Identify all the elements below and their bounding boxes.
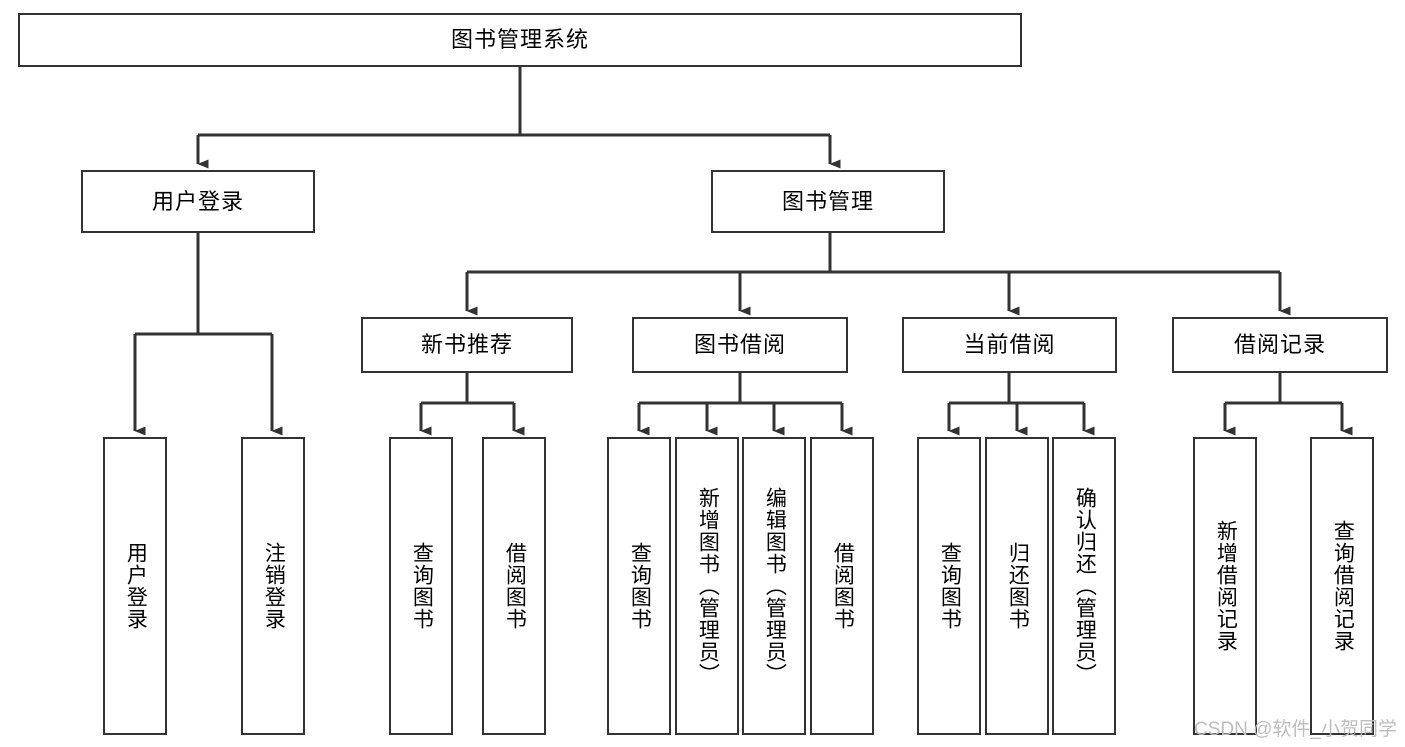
node-root-book-management-system[interactable]: 图书管理系统 (18, 13, 1022, 67)
node-label: 查询图书 (628, 542, 652, 630)
node-label: 图书管理系统 (450, 27, 589, 52)
leaf-edit-book-admin[interactable]: 编辑图书（管理员） (742, 437, 806, 735)
node-user-login[interactable]: 用户登录 (81, 170, 315, 233)
leaf-add-book-admin[interactable]: 新增图书（管理员） (675, 437, 739, 735)
leaf-query-book-newbook[interactable]: 查询图书 (389, 437, 453, 735)
node-book-borrowing[interactable]: 图书借阅 (632, 317, 848, 373)
node-label: 注销登录 (262, 542, 286, 630)
node-label: 借阅记录 (1233, 332, 1326, 357)
node-label: 当前借阅 (963, 332, 1056, 357)
node-label: 编辑图书（管理员） (763, 487, 787, 685)
node-new-book-recommendation[interactable]: 新书推荐 (361, 317, 573, 373)
leaf-confirm-return-admin[interactable]: 确认归还（管理员） (1052, 437, 1116, 735)
leaf-return-book[interactable]: 归还图书 (985, 437, 1049, 735)
node-book-management[interactable]: 图书管理 (711, 170, 945, 233)
node-label: 图书管理 (781, 188, 874, 214)
leaf-query-borrow-record[interactable]: 查询借阅记录 (1310, 437, 1374, 735)
node-label: 借阅图书 (831, 542, 855, 630)
node-label: 查询图书 (410, 542, 434, 630)
leaf-borrow-book-newbook[interactable]: 借阅图书 (482, 437, 546, 735)
leaf-borrow-book[interactable]: 借阅图书 (810, 437, 874, 735)
leaf-user-login[interactable]: 用户登录 (103, 437, 167, 735)
leaf-add-borrow-record[interactable]: 新增借阅记录 (1193, 437, 1257, 735)
node-label: 用户登录 (124, 542, 148, 630)
node-label: 用户登录 (151, 188, 244, 214)
leaf-query-book-borrow[interactable]: 查询图书 (607, 437, 671, 735)
node-label: 借阅图书 (503, 542, 527, 630)
node-label: 归还图书 (1006, 542, 1030, 630)
node-current-borrowing[interactable]: 当前借阅 (902, 317, 1117, 373)
node-borrow-records[interactable]: 借阅记录 (1172, 317, 1388, 373)
node-label: 新书推荐 (420, 332, 513, 357)
node-label: 图书借阅 (693, 332, 786, 357)
node-label: 查询借阅记录 (1331, 520, 1355, 652)
node-label: 新增借阅记录 (1214, 520, 1238, 652)
node-label: 确认归还（管理员） (1073, 487, 1097, 685)
node-label: 查询图书 (938, 542, 962, 630)
leaf-logout[interactable]: 注销登录 (241, 437, 305, 735)
leaf-query-book-current[interactable]: 查询图书 (917, 437, 981, 735)
node-label: 新增图书（管理员） (696, 487, 720, 685)
